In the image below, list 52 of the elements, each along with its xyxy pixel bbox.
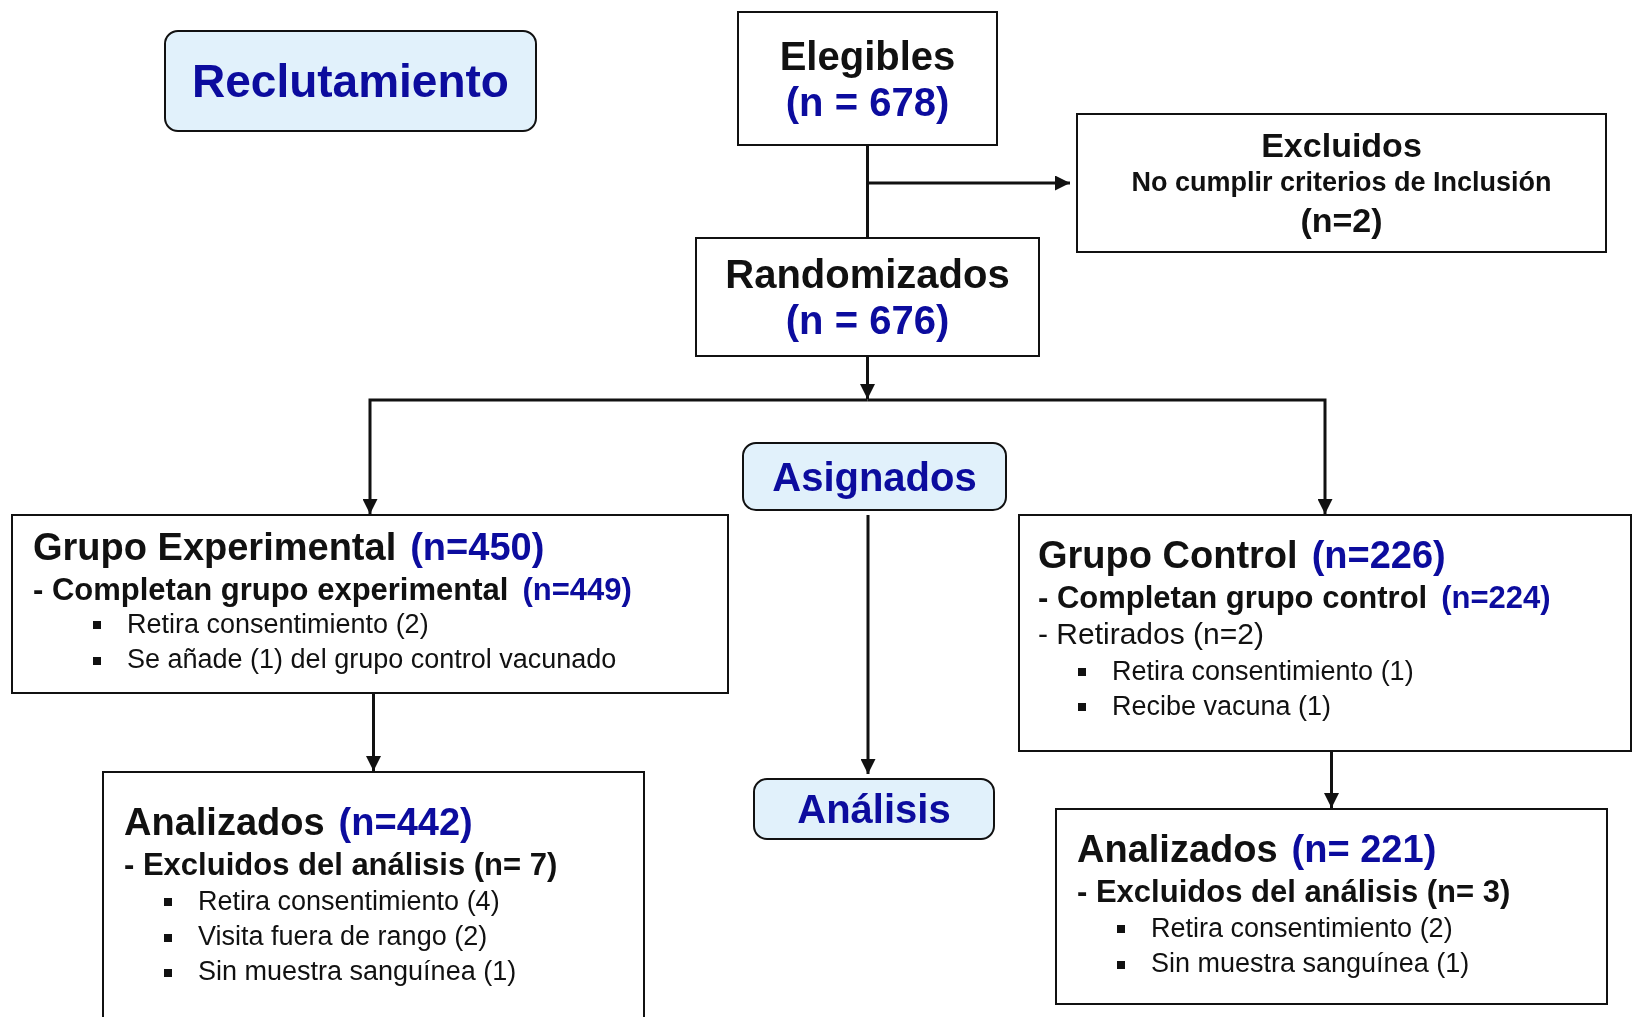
- flow-box: [102, 771, 645, 1017]
- flow-box: [11, 514, 729, 694]
- arrow: [867, 175, 1070, 191]
- count-label: (n=449): [522, 571, 632, 608]
- count-label: (n=224): [1441, 579, 1551, 616]
- stage-title: Reclutamiento: [192, 54, 509, 108]
- arrow: [860, 357, 875, 399]
- box-line: - Retirados (n=2): [1038, 617, 1264, 652]
- bullet-item: Retira consentimiento (1): [1078, 655, 1414, 687]
- bullet-item: Recibe vacuna (1): [1078, 690, 1332, 722]
- connector-line: [866, 146, 869, 237]
- box-heading: Analizados: [1077, 828, 1278, 872]
- box-heading: Randomizados: [725, 251, 1010, 297]
- arrow: [1324, 752, 1339, 808]
- box-subheading: - Excluidos del análisis (n= 7): [124, 846, 558, 883]
- arrow: [362, 398, 868, 514]
- bullet-item: Sin muestra sanguínea (1): [1117, 948, 1470, 980]
- flow-box: [1018, 514, 1632, 752]
- bullet-item: Retira consentimiento (4): [164, 886, 500, 918]
- bullet-item: Se añade (1) del grupo control vacunado: [93, 644, 617, 676]
- box-heading: Grupo Experimental: [33, 526, 397, 570]
- flow-box: [1076, 113, 1607, 253]
- box-subheading: No cumplir criterios de Inclusión: [1131, 167, 1552, 199]
- arrow: [860, 515, 876, 774]
- arrow: [366, 694, 381, 771]
- box-heading: Elegibles: [779, 32, 956, 79]
- count-label: (n=450): [410, 526, 545, 570]
- box-heading: Analizados: [124, 801, 325, 845]
- flow-box: [1055, 808, 1608, 1005]
- arrow: [867, 398, 1333, 514]
- flow-box: [737, 11, 998, 146]
- box-heading: Grupo Control: [1038, 534, 1298, 578]
- bullet-item: Retira consentimiento (2): [93, 609, 429, 641]
- count-label: (n= 221): [1291, 828, 1437, 872]
- bullet-item: Visita fuera de rango (2): [164, 921, 488, 953]
- count-label: (n = 676): [785, 297, 950, 343]
- stage-label-box: [742, 442, 1007, 511]
- count-label: Análisis: [797, 786, 951, 832]
- box-subheading: - Excluidos del análisis (n= 3): [1077, 873, 1511, 910]
- count-label: (n=442): [338, 801, 473, 845]
- box-subheading: - Completan grupo control: [1038, 579, 1428, 616]
- stage-label-box: [164, 30, 537, 132]
- count-label: Asignados: [772, 453, 977, 500]
- count-label: (n=226): [1311, 534, 1446, 578]
- flow-box: [695, 237, 1040, 357]
- stage-label-box: [753, 778, 995, 840]
- bullet-item: Sin muestra sanguínea (1): [164, 956, 517, 988]
- box-subheading: - Completan grupo experimental: [33, 571, 509, 608]
- count-label: (n = 678): [785, 78, 950, 125]
- box-subheading: (n=2): [1300, 200, 1383, 240]
- box-heading: Excluidos: [1261, 126, 1422, 166]
- bullet-item: Retira consentimiento (2): [1117, 913, 1453, 945]
